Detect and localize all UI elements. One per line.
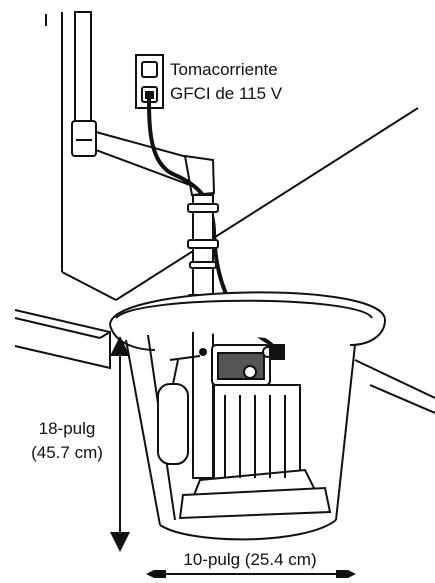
gfci-outlet: [135, 54, 164, 109]
width-label: 10-pulg (25.4 cm): [150, 550, 350, 570]
power-cord: [147, 97, 278, 356]
outlet-label-line1: Tomacorriente: [170, 60, 278, 79]
depth-label-line1: 18-pulg: [38, 419, 96, 438]
pump-body: [178, 344, 332, 520]
outlet-label-line2: GFCI de 115 V: [170, 84, 283, 103]
wall-lines: [45, 12, 435, 414]
wall-pipe: [71, 11, 97, 157]
depth-label-line2: (45.7 cm): [31, 443, 103, 462]
floor-slab: [14, 309, 111, 370]
float-switch: [157, 355, 201, 465]
